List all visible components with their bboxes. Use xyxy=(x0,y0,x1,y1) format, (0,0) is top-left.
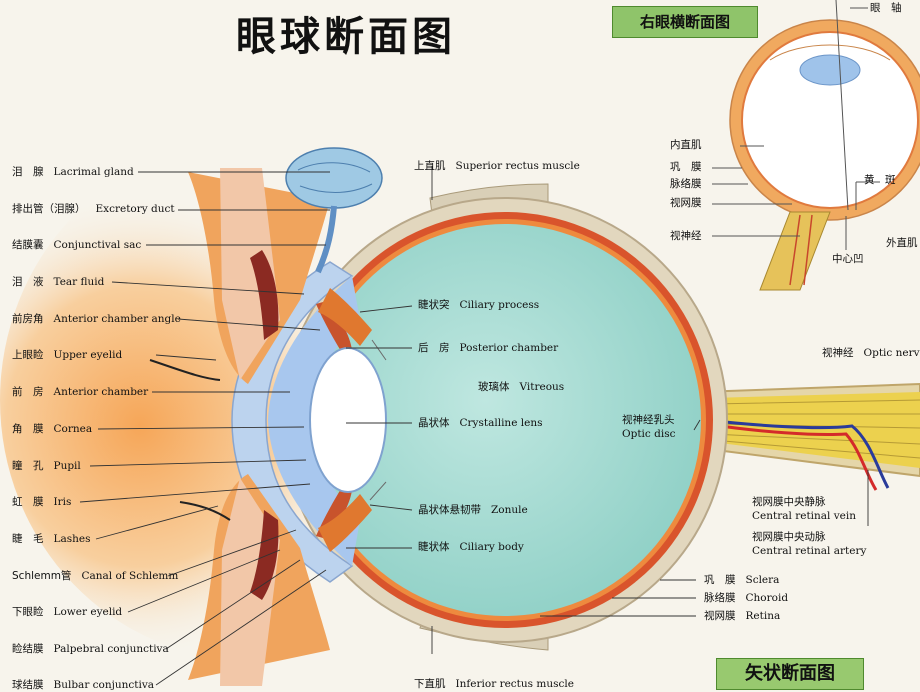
page-title: 眼球断面图 xyxy=(236,14,456,60)
central-retinal-artery xyxy=(705,422,878,491)
excretory-duct xyxy=(315,205,337,274)
eyeball xyxy=(282,197,728,643)
crystalline-lens xyxy=(309,347,387,493)
label-retinal-vein-en: Central retinal vein xyxy=(752,510,857,522)
eyelids xyxy=(149,168,330,686)
inset-transverse-section xyxy=(712,0,920,291)
inset-label-macula: 黄 斑 xyxy=(864,174,896,186)
inset-label-medial-rectus: 内直肌 xyxy=(670,139,702,151)
label-retinal-artery-zh: 视网膜中央动脉 xyxy=(752,531,826,543)
label-optic-disc-en: Optic disc xyxy=(622,428,676,440)
ciliary-body xyxy=(318,494,372,552)
inset-label-choroid: 脉络膜 xyxy=(670,178,702,190)
label-optic-disc-zh: 视神经乳头 xyxy=(622,414,675,426)
lacrimal-gland xyxy=(285,147,383,274)
label-retinal-vein-zh: 视网膜中央静脉 xyxy=(752,496,826,508)
left-leader-lines xyxy=(79,171,330,686)
inset-label-retina: 视网膜 xyxy=(670,197,702,209)
inset-label-optic-nerve: 视神经 xyxy=(670,230,702,242)
ciliary-process xyxy=(318,288,372,346)
inset-label-sclera: 巩 膜 xyxy=(670,161,702,173)
inset-title-badge: 右眼横断面图 xyxy=(612,6,758,38)
inset-label-lateral-rectus: 外直肌 xyxy=(886,237,918,249)
anterior-chamber xyxy=(268,276,360,566)
central-retinal-vein xyxy=(705,418,890,489)
inset-label-eye-axis: 眼 轴 xyxy=(870,2,902,14)
zonule-fibers xyxy=(369,339,387,501)
right-leader-lines xyxy=(346,166,869,654)
optic-nerve xyxy=(699,382,920,491)
label-excretory-duct: 排出管（泪腺）Excretory duct xyxy=(12,203,175,215)
vitreous-body xyxy=(309,224,701,616)
inset-label-fovea: 中心凹 xyxy=(832,253,864,265)
label-retinal-artery-en: Central retinal artery xyxy=(752,545,867,557)
sagittal-title-badge: 矢状断面图 xyxy=(716,658,864,690)
